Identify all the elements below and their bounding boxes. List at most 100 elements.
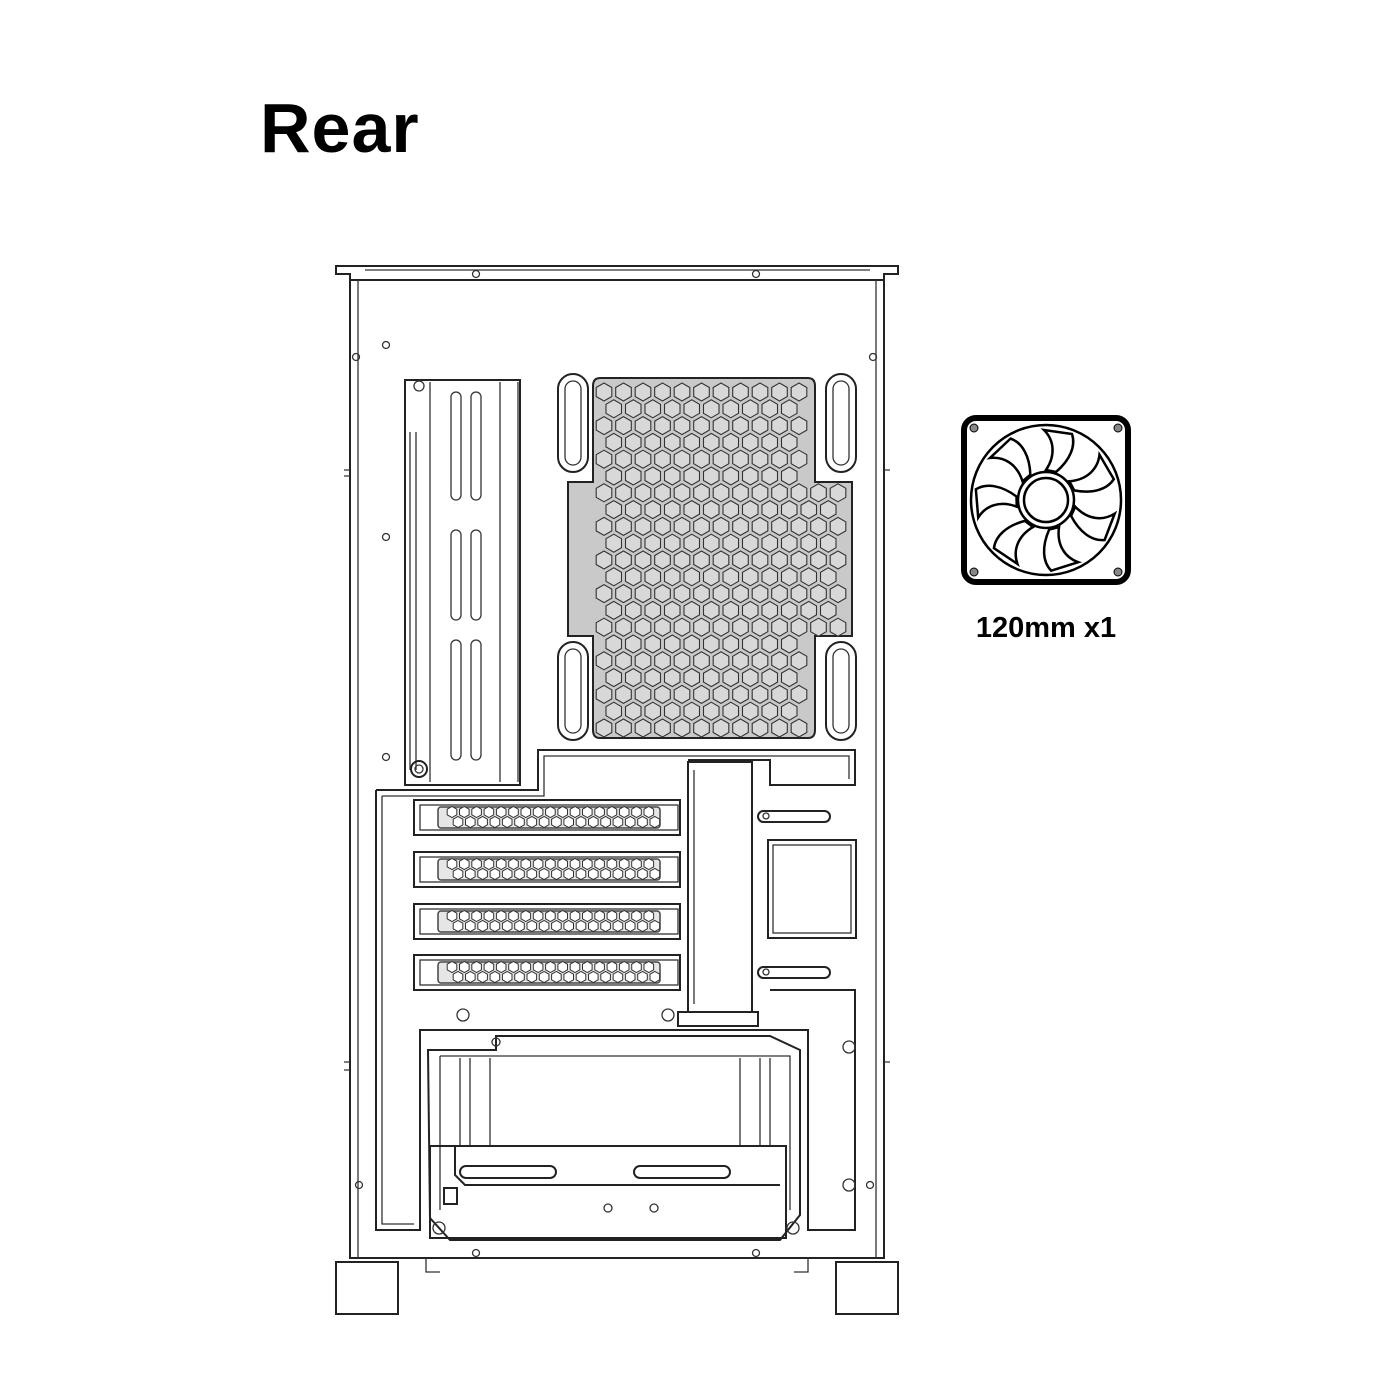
vent-hole <box>612 919 624 933</box>
mesh-hole <box>800 499 818 520</box>
mesh-hole <box>780 701 798 721</box>
vent-hole <box>471 857 482 871</box>
mesh-hole <box>722 667 740 688</box>
pci-slot-cover <box>413 799 681 836</box>
mesh-hole <box>624 667 642 688</box>
vent-hole <box>532 960 544 974</box>
vent-hole <box>545 909 556 923</box>
vent-hole <box>637 815 648 829</box>
mesh-hole <box>683 499 701 520</box>
mesh-hole <box>673 516 691 537</box>
bracket-slot <box>450 529 462 621</box>
mesh-hole <box>810 516 827 537</box>
mesh-hole <box>732 382 749 402</box>
vent-hole <box>526 815 538 829</box>
fan-blade <box>1067 450 1116 493</box>
mesh-hole <box>771 718 788 738</box>
vent-hole <box>508 805 519 819</box>
mesh-hole <box>663 667 681 688</box>
mesh-hole <box>790 718 808 738</box>
bracket-slot <box>450 391 462 501</box>
mesh-hole <box>790 651 808 671</box>
mesh-hole <box>605 499 623 520</box>
mesh-hole <box>673 684 691 705</box>
vent-hole <box>501 867 513 881</box>
mesh-hole <box>615 382 632 402</box>
vent-hole <box>465 919 476 933</box>
mesh-hole <box>732 684 749 705</box>
mesh-hole <box>663 600 681 621</box>
vent-hole <box>520 805 532 819</box>
vent-hole <box>477 970 488 984</box>
mesh-hole <box>780 600 798 621</box>
mesh-hole <box>790 483 808 503</box>
mesh-hole <box>693 516 710 537</box>
mesh-hole <box>819 567 837 587</box>
vent-hole <box>471 909 482 923</box>
mesh-hole <box>634 583 652 604</box>
mesh-hole <box>810 583 827 604</box>
mesh-hole <box>722 499 740 520</box>
mesh-hole <box>771 583 788 604</box>
case-body <box>349 279 885 1259</box>
mesh-hole <box>595 483 613 503</box>
mesh-hole <box>829 617 847 637</box>
mesh-hole <box>644 634 662 654</box>
mesh-hole <box>751 583 769 604</box>
vent-hole <box>637 867 648 881</box>
vent-hole <box>643 857 655 871</box>
vent-hole <box>575 919 587 933</box>
vent-hole <box>495 960 507 974</box>
vent-hole <box>588 815 599 829</box>
mesh-hole <box>624 399 642 419</box>
mesh-hole <box>683 432 701 453</box>
mesh-hole <box>800 533 818 553</box>
vent-hole <box>557 857 568 871</box>
mesh-hole <box>741 667 759 688</box>
vent-hole <box>600 970 611 984</box>
rear-fan-mesh <box>557 373 857 741</box>
mesh-hole <box>673 382 691 402</box>
mesh-hole <box>722 533 740 553</box>
vent-hole <box>514 970 525 984</box>
vent-hole <box>588 919 599 933</box>
vent-hole <box>600 815 611 829</box>
mesh-hole <box>780 499 798 520</box>
mesh-hole <box>732 550 749 570</box>
mesh-hole <box>751 382 769 402</box>
mesh-hole <box>615 583 632 604</box>
vent-hole <box>569 960 581 974</box>
vent-hole <box>489 867 501 881</box>
vent-hole <box>643 909 655 923</box>
vent-hole <box>459 909 470 923</box>
vent-hole <box>606 909 618 923</box>
mesh-hole <box>654 415 671 436</box>
mesh-hole <box>654 617 671 637</box>
vent-hole <box>618 909 630 923</box>
pci-slot-cover <box>413 851 681 888</box>
mesh-hole <box>712 583 730 604</box>
vent-hole <box>551 867 562 881</box>
fan-blade <box>1040 428 1075 474</box>
vent-hole <box>520 909 532 923</box>
fan-blade <box>974 484 1019 522</box>
vent-hole <box>508 857 519 871</box>
mesh-hole <box>751 684 769 705</box>
mesh-hole <box>780 634 798 654</box>
mesh-hole <box>761 667 779 688</box>
mesh-hole <box>829 550 847 570</box>
mesh-hole <box>712 550 730 570</box>
mesh-hole <box>790 382 808 402</box>
mesh-hole <box>634 617 652 637</box>
vent-hole <box>649 867 661 881</box>
bracket-slot <box>450 639 462 761</box>
vent-hole <box>545 857 556 871</box>
vent-hole <box>606 805 618 819</box>
mesh-hole <box>790 449 808 469</box>
mesh-hole <box>732 415 749 436</box>
mesh-hole <box>615 483 632 503</box>
mesh-hole <box>702 634 720 654</box>
mesh-hole <box>761 399 779 419</box>
mesh-hole <box>595 583 613 604</box>
mesh-hole <box>790 516 808 537</box>
